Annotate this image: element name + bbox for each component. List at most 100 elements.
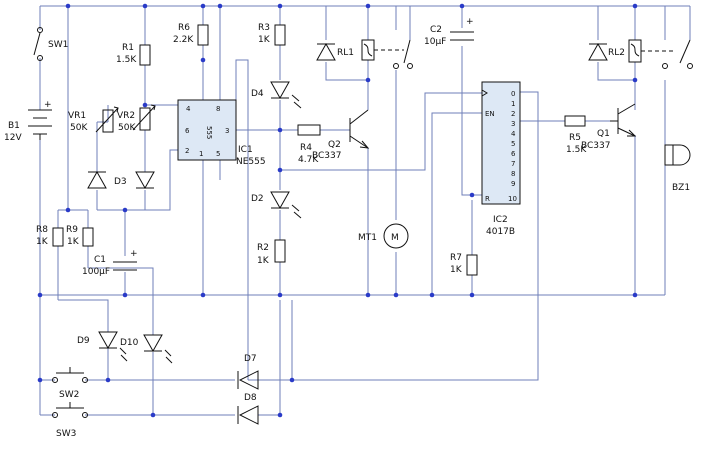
r5-label: R5 [569,133,581,143]
buzzer-bz1: BZ1 [664,144,691,193]
ic2-pin-en: EN [485,110,495,118]
resistor-r8: R8 1K [36,225,64,247]
r5-value: 1.5K [566,145,587,155]
d2-label: D2 [251,194,264,204]
ic1-pin-1: 1 [199,150,203,158]
ic2-pin-8: 8 [511,170,515,178]
ic1-pin-3: 3 [225,127,229,135]
ic1-value: NE555 [236,157,266,167]
resistor-r3: R3 1K [258,23,286,46]
diode-d8: D8 [237,393,259,425]
led-d9: D9 [77,331,128,362]
q1-label: Q1 [597,129,610,139]
q1-value: BC337 [581,141,610,151]
vr2-label: VR2 [117,111,135,121]
c1-polarity: + [130,249,138,259]
led-d2: D2 [251,191,302,219]
r9-label: R9 [66,225,78,235]
ic2-pin-9: 9 [511,180,515,188]
diode-d3: D3 [87,170,155,190]
ic1-pin-4: 4 [186,105,191,113]
rl1-label: RL1 [337,48,354,58]
switch-sw1: SW1 [33,27,68,61]
pushbutton-sw2: SW2 [52,367,88,400]
ic2-4017b: EN R 0 1 2 3 4 5 6 7 8 9 10 IC2 4017B [481,81,521,237]
ic2-pin-7: 7 [511,160,515,168]
led-d4: D4 [251,81,302,109]
bz1-label: BZ1 [672,183,690,193]
d9-label: D9 [77,336,90,346]
q2-label: Q2 [328,140,341,150]
resistor-r9: R9 1K [66,225,94,247]
resistor-r5: R5 1.5K [564,115,587,155]
c2-value: 10µF [424,37,446,47]
r8-value: 1K [36,237,49,247]
ic1-pin-2: 2 [185,147,189,155]
c1-value: 100µF [82,267,110,277]
pushbutton-sw3: SW3 [52,402,88,439]
relay-rl2: RL2 [588,39,693,69]
ic1-chip-text: 555 [205,126,213,139]
d7-label: D7 [244,354,257,364]
battery-b1: + B1 12V [4,100,52,143]
capacitor-c2: + C2 10µF [424,17,474,47]
resistor-r2: R2 1K [257,239,286,266]
r3-value: 1K [258,35,271,45]
ic1-pin-6: 6 [185,127,190,135]
capacitor-c1: + C1 100µF [82,249,138,277]
transistor-q1: Q1 BC337 [581,103,637,151]
motor-mt1: M MT1 [358,223,409,249]
wires [39,5,691,416]
c2-polarity: + [466,17,474,27]
r2-value: 1K [257,256,270,266]
ic2-pin-1: 1 [511,100,515,108]
r8-label: R8 [36,225,48,235]
r6-label: R6 [178,23,190,33]
ic2-pin-2: 2 [511,110,515,118]
rl2-label: RL2 [608,48,625,58]
relay-rl1: RL1 [316,39,413,69]
b1-value: 12V [4,133,22,143]
ic1-pin-8: 8 [216,105,220,113]
ic1-pin-5: 5 [216,150,220,158]
r1-label: R1 [122,43,134,53]
resistor-r7: R7 1K [450,253,478,276]
r3-label: R3 [258,23,270,33]
ic2-pin-10: 10 [508,195,517,203]
r4-label: R4 [300,143,312,153]
d4-label: D4 [251,89,264,99]
ic2-pin-4: 4 [511,130,516,138]
r2-label: R2 [257,243,269,253]
ic2-pin-0: 0 [511,90,515,98]
r1-value: 1.5K [116,55,137,65]
led-d10: D10 [120,334,173,364]
junctions [37,3,638,418]
potentiometer-vr1: VR1 50K [68,106,119,133]
r4-value: 4.7K [298,155,319,165]
vr2-value: 50K [118,123,136,133]
resistor-r4: R4 4.7K [297,124,321,165]
ic1-ne555: 4 8 6 3 2 1 5 555 IC1 NE555 [177,99,266,167]
c2-label: C2 [430,25,442,35]
vr1-value: 50K [70,123,88,133]
ic2-label: IC2 [493,215,508,225]
d8-label: D8 [244,393,257,403]
diode-d7: D7 [237,354,259,390]
r7-value: 1K [450,265,463,275]
resistor-r6: R6 2.2K [173,23,209,46]
transistor-q2: Q2 BC337 [312,109,370,161]
mt1-symbol: M [391,233,399,243]
sw3-label: SW3 [56,429,76,439]
c1-label: C1 [94,255,106,265]
potentiometer-vr2: VR2 50K [117,104,156,133]
q2-value: BC337 [312,151,341,161]
ic2-pin-3: 3 [511,120,515,128]
r7-label: R7 [450,253,462,263]
d10-label: D10 [120,338,139,348]
ic2-value: 4017B [486,227,515,237]
b1-polarity: + [44,100,52,110]
vr1-label: VR1 [68,111,86,121]
ic1-label: IC1 [238,145,253,155]
sw2-label: SW2 [59,390,79,400]
